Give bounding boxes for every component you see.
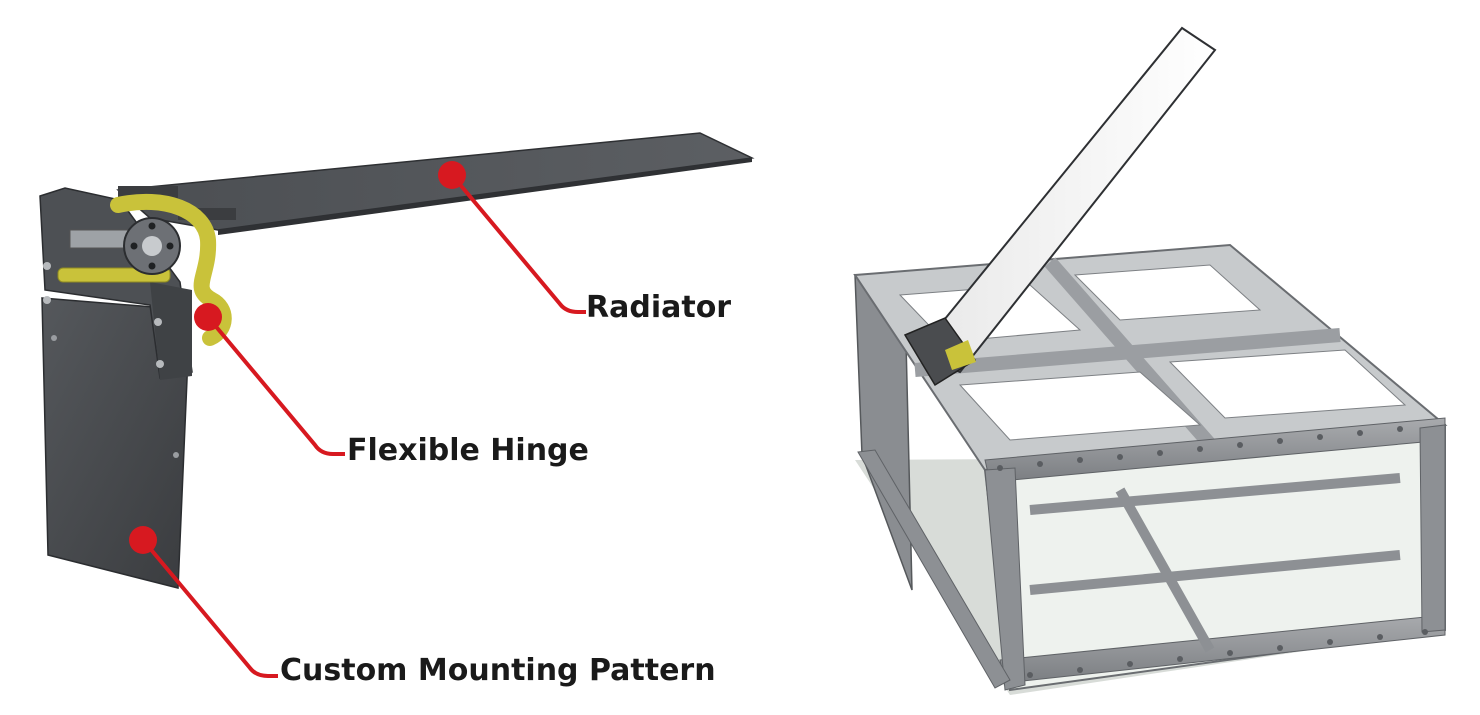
- hub-bolt: [148, 262, 156, 270]
- radiator-leader-line: [450, 173, 586, 314]
- hub-bolt: [130, 242, 138, 250]
- lower-rail: [1115, 487, 1215, 653]
- lower-rail: [1029, 550, 1401, 595]
- deck-crossbar: [914, 328, 1341, 377]
- hinge-hub-center: [142, 236, 162, 256]
- bracket-side-plate: [150, 282, 192, 380]
- hinge-callout-dot: [194, 303, 222, 331]
- panel-screw: [173, 452, 179, 458]
- panel-screw: [154, 318, 162, 326]
- frame-holes: [997, 426, 1428, 678]
- hub-bolt: [166, 242, 174, 250]
- hinge-leader-line: [206, 315, 345, 456]
- deck-opening: [1168, 349, 1407, 419]
- custom-mounting-pattern-label: Custom Mounting Pattern: [280, 653, 716, 688]
- chassis-frame: [853, 26, 1448, 695]
- arm-hinge-spring: [945, 340, 976, 370]
- lower-rail: [1029, 473, 1401, 515]
- frame-left-bottom-rail: [857, 449, 1011, 689]
- front-right-post: [1419, 424, 1446, 633]
- front-left-post: [984, 467, 1026, 691]
- radiator-callout-dot: [438, 161, 466, 189]
- mounting-panel: [41, 297, 191, 589]
- radiator-label: Radiator: [586, 290, 732, 325]
- callout-leaders: [129, 161, 586, 678]
- deployed-radiator-arm: [916, 26, 1217, 374]
- deck-opening: [958, 371, 1202, 441]
- hub-bolt: [148, 222, 156, 230]
- radiator-assembly: [39, 132, 755, 589]
- panel-screw: [43, 262, 51, 270]
- mount-leader-line: [141, 538, 278, 678]
- panel-screw: [156, 360, 164, 368]
- radiator-edge: [218, 158, 752, 235]
- flexible-hinge-label: Flexible Hinge: [347, 433, 589, 468]
- deck-opening: [1073, 264, 1262, 321]
- mount-callout-dot: [129, 526, 157, 554]
- panel-screw: [51, 335, 57, 341]
- flexible-hinge: [110, 193, 232, 346]
- panel-screw: [43, 296, 51, 304]
